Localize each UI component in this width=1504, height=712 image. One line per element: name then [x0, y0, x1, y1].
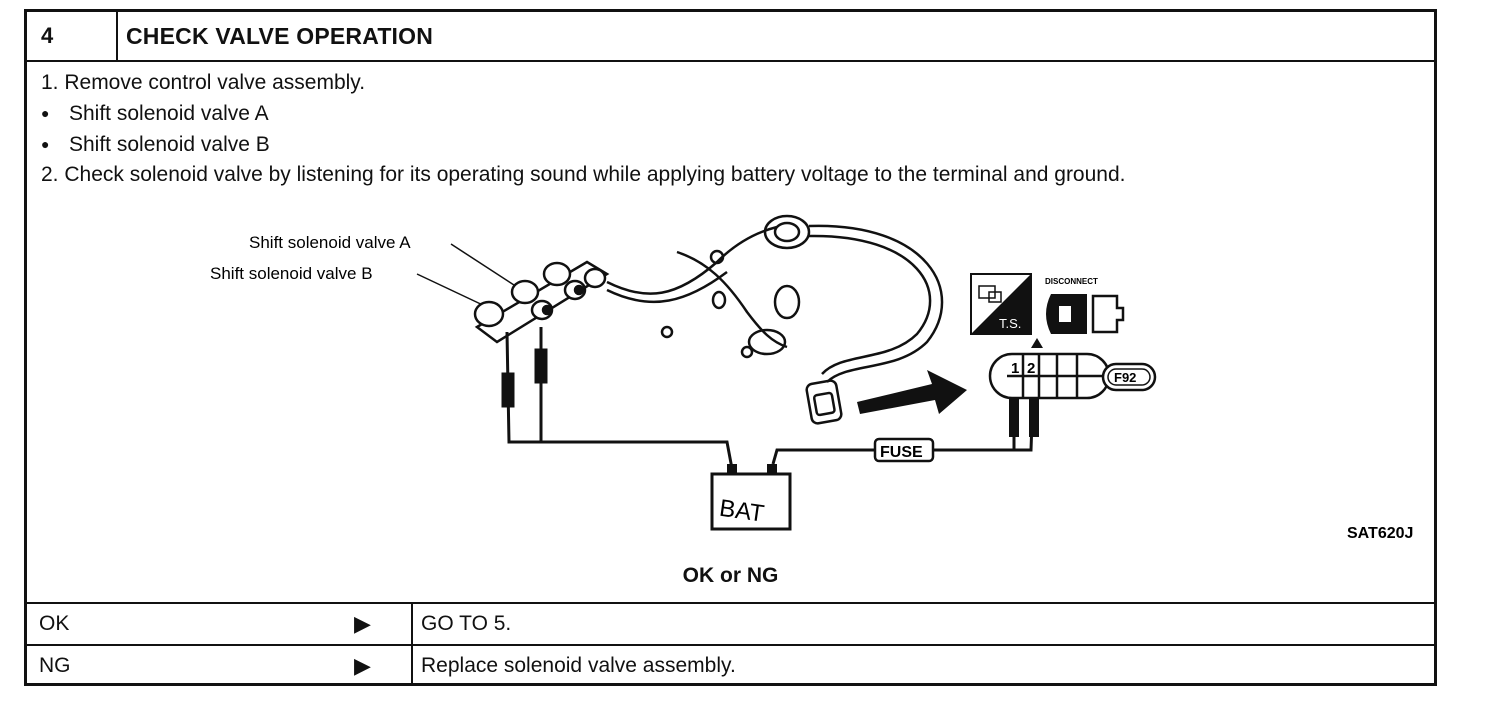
direction-arrow-icon	[857, 370, 967, 414]
wiring-diagram: Shift solenoid valve A Shift solenoid va…	[210, 214, 1413, 542]
fuse	[873, 437, 935, 463]
battery: BAT	[710, 464, 792, 531]
battery-label: BAT	[718, 495, 767, 528]
wiring-harness	[606, 214, 944, 425]
ok-or-ng-question: OK or NG	[682, 564, 779, 587]
disconnect-label: DISCONNECT	[1045, 277, 1098, 286]
solenoid-valve-assembly	[473, 260, 610, 344]
connector-id-badge	[1101, 362, 1157, 392]
instruction-bullet-b: Shift solenoid valve B	[41, 129, 1125, 160]
instruction-bullet-a: Shift solenoid valve A	[41, 98, 1125, 129]
instruction-1: 1. Remove control valve assembly.	[41, 71, 366, 94]
terminal-1-label: 1	[1011, 360, 1019, 377]
fuse-label: FUSE	[880, 444, 923, 461]
terminal-2-label: 2	[1027, 360, 1035, 377]
header-row: 4 CHECK VALVE OPERATION	[27, 12, 1434, 62]
test-symbol-icon: T.S.	[970, 273, 1032, 335]
valve-test-leads	[501, 327, 735, 475]
disconnect-icon: DISCONNECT	[1045, 277, 1125, 334]
result-row-ok: OK ▶ GO TO 5.	[27, 602, 1434, 644]
bullet-a-text: Shift solenoid valve A	[69, 102, 269, 125]
connector-id-label: F92	[1114, 370, 1136, 385]
instructions: 1. Remove control valve assembly. Shift …	[41, 68, 1125, 190]
result-label-ng: NG	[39, 654, 71, 677]
connector-probes	[1009, 397, 1039, 437]
arrow-right-icon: ▶	[354, 653, 371, 678]
procedure-frame: 4 CHECK VALVE OPERATION 1. Remove contro…	[24, 9, 1437, 686]
step-title: CHECK VALVE OPERATION	[126, 23, 434, 49]
connector-face	[988, 352, 1111, 400]
step-number: 4	[27, 12, 118, 60]
instruction-2: 2. Check solenoid valve by listening for…	[41, 163, 1126, 186]
result-label-ok: OK	[39, 612, 70, 635]
result-action-ng: Replace solenoid valve assembly.	[411, 646, 736, 686]
label-valve-a: Shift solenoid valve A	[249, 233, 411, 252]
result-row-ng: NG ▶ Replace solenoid valve assembly.	[27, 644, 1434, 686]
ts-label: T.S.	[999, 316, 1021, 331]
arrow-right-icon: ▶	[354, 611, 371, 636]
label-valve-b: Shift solenoid valve B	[210, 264, 373, 283]
figure-id: SAT620J	[1347, 525, 1413, 542]
result-action-ok: GO TO 5.	[411, 604, 511, 644]
bullet-b-text: Shift solenoid valve B	[69, 133, 270, 156]
